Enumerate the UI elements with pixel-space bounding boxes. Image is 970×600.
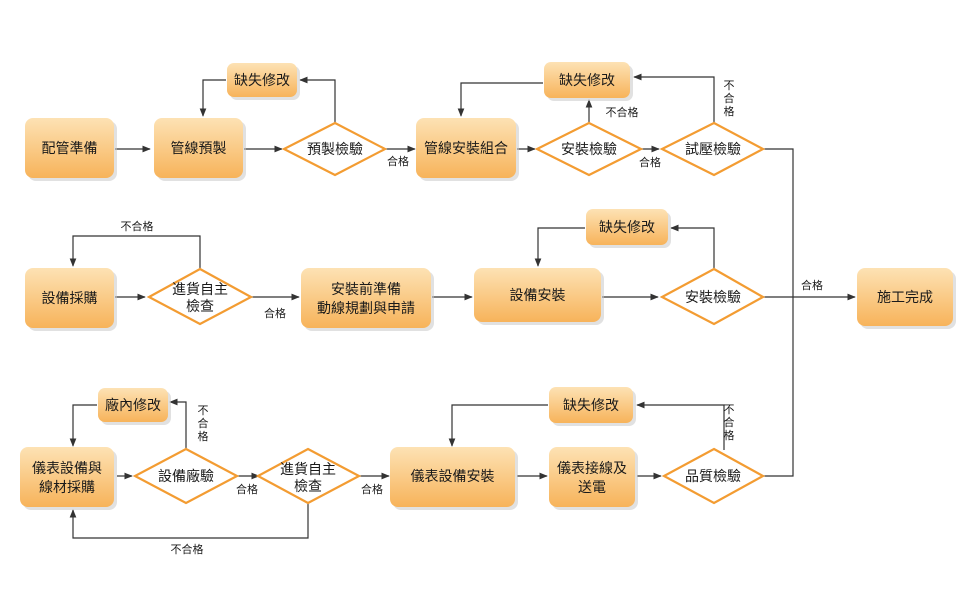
process-boxes: 配管準備 管線預製 缺失修改 管線安裝組合 缺失修改 設備採購 xyxy=(20,62,956,510)
edge-factory-fail xyxy=(169,398,187,450)
connectors xyxy=(69,73,856,539)
edge-labels: 合格 不合格 合格 不 合 格 合格 不合格 合格 不 合 格 合格 合格 不合… xyxy=(121,79,824,556)
node-install-inspect-1-label: 安裝檢驗 xyxy=(561,141,617,158)
node-pressure-test-label: 試壓檢驗 xyxy=(685,141,741,158)
node-instr-wiring: 儀表接線及 送電 xyxy=(549,447,638,510)
node-instr-wiring-line2: 送電 xyxy=(578,480,606,496)
node-instr-install: 儀表設備安裝 xyxy=(390,447,518,510)
node-pipe-prefab: 管線預製 xyxy=(154,118,246,181)
edge-incoming2-fail xyxy=(69,500,309,539)
label-fail-factory-1: 不 xyxy=(198,404,209,417)
node-install-inspect-2: 安裝檢驗 xyxy=(659,267,766,326)
node-equip-install: 設備安裝 xyxy=(474,268,604,325)
node-pipe-assembly-label: 管線安裝組合 xyxy=(424,141,508,157)
edge-factory-fix-to-purchase xyxy=(69,404,97,447)
node-instr-purchase-line2: 線材採購 xyxy=(39,480,95,496)
edge-incoming-fail xyxy=(69,235,201,270)
label-pass-incoming1: 合格 xyxy=(264,306,286,320)
edge-fix1-to-prefab xyxy=(199,79,226,117)
node-fix-3: 缺失修改 xyxy=(586,209,671,248)
label-fail-factory-2: 合 xyxy=(198,416,209,430)
node-fix-3-label: 缺失修改 xyxy=(599,220,655,236)
node-quality-inspect-label: 品質檢驗 xyxy=(685,468,741,485)
label-pass-complete: 合格 xyxy=(801,278,823,292)
node-incoming-inspect-2: 進貨自主 檢查 xyxy=(255,447,362,505)
node-incoming-inspect-1-line1: 進貨自主 xyxy=(172,281,228,298)
node-prefab-inspect: 預製檢驗 xyxy=(281,121,388,177)
node-instr-install-label: 儀表設備安裝 xyxy=(411,469,495,485)
node-instr-purchase: 儀表設備與 線材採購 xyxy=(20,447,117,510)
node-complete-label: 施工完成 xyxy=(877,290,933,306)
edge-inspect2-fail xyxy=(670,224,715,270)
node-install-inspect-1: 安裝檢驗 xyxy=(534,121,644,177)
label-fail-quality-3: 格 xyxy=(724,428,735,442)
label-fail-inspect1: 不合格 xyxy=(606,105,639,119)
edge-fix3-to-install xyxy=(534,227,585,267)
edge-fix2-to-assembly xyxy=(457,82,543,117)
edge-quality-fail xyxy=(636,401,725,450)
node-fix-1-label: 缺失修改 xyxy=(234,73,290,89)
node-incoming-inspect-2-line1: 進貨自主 xyxy=(280,461,336,478)
label-fail-pressure-3: 格 xyxy=(724,104,735,118)
node-incoming-inspect-1: 進貨自主 檢查 xyxy=(146,267,254,326)
node-factory-fix-label: 廠內修改 xyxy=(105,397,161,414)
edge-prefab-inspect-fail xyxy=(299,76,336,124)
label-fail-incoming1: 不合格 xyxy=(121,219,154,233)
node-fix-2-label: 缺失修改 xyxy=(559,73,615,89)
node-pre-install-line1: 安裝前準備 xyxy=(331,281,401,298)
label-pass-prefab: 合格 xyxy=(387,154,409,168)
node-fix-1: 缺失修改 xyxy=(227,63,300,100)
node-quality-inspect: 品質檢驗 xyxy=(661,447,766,505)
node-pipe-prep-label: 配管準備 xyxy=(42,141,98,157)
label-pass-inspect1: 合格 xyxy=(639,155,661,169)
label-fail-quality-2: 合 xyxy=(724,415,735,429)
node-pipe-prefab-label: 管線預製 xyxy=(171,141,227,157)
node-pressure-test: 試壓檢驗 xyxy=(659,121,766,177)
label-fail-pressure-1: 不 xyxy=(724,79,735,92)
node-factory-inspect: 設備廠驗 xyxy=(132,447,240,505)
node-equip-install-label: 設備安裝 xyxy=(510,288,566,304)
label-pass-factory: 合格 xyxy=(236,482,258,496)
edge-pressure-pass xyxy=(763,148,794,477)
node-incoming-inspect-2-line2: 檢查 xyxy=(294,478,322,495)
label-fail-pressure-2: 合 xyxy=(724,91,735,105)
edge-pressure-fail xyxy=(633,73,715,124)
decision-diamonds: 預製檢驗 安裝檢驗 試壓檢驗 進貨自主 檢查 安裝檢驗 設備廠驗 進貨自主 檢查 xyxy=(132,121,766,505)
node-pre-install-line2: 動線規劃與申請 xyxy=(317,301,415,317)
node-instr-purchase-line1: 儀表設備與 xyxy=(32,461,102,477)
node-fix-4-label: 缺失修改 xyxy=(563,398,619,414)
node-fix-2: 缺失修改 xyxy=(544,62,633,101)
node-pipe-assembly: 管線安裝組合 xyxy=(416,118,519,181)
node-prefab-inspect-label: 預製檢驗 xyxy=(307,141,363,158)
node-install-inspect-2-label: 安裝檢驗 xyxy=(685,289,741,306)
node-equip-purchase-label: 設備採購 xyxy=(42,291,98,307)
label-pass-incoming2: 合格 xyxy=(361,482,383,496)
edge-fix4-to-instr-install xyxy=(448,404,548,447)
label-fail-incoming2: 不合格 xyxy=(171,542,204,556)
node-factory-fix: 廠內修改 xyxy=(98,388,171,425)
node-incoming-inspect-1-line2: 檢查 xyxy=(186,298,214,315)
node-fix-4: 缺失修改 xyxy=(549,387,636,426)
label-fail-quality-1: 不 xyxy=(724,403,735,416)
node-equip-purchase: 設備採購 xyxy=(25,268,117,331)
node-instr-wiring-line1: 儀表接線及 xyxy=(557,460,627,477)
node-factory-inspect-label: 設備廠驗 xyxy=(158,468,214,485)
node-complete: 施工完成 xyxy=(857,268,956,329)
node-pipe-prep: 配管準備 xyxy=(25,118,117,181)
label-fail-factory-3: 格 xyxy=(198,429,209,443)
node-pre-install: 安裝前準備 動線規劃與申請 xyxy=(301,268,434,331)
